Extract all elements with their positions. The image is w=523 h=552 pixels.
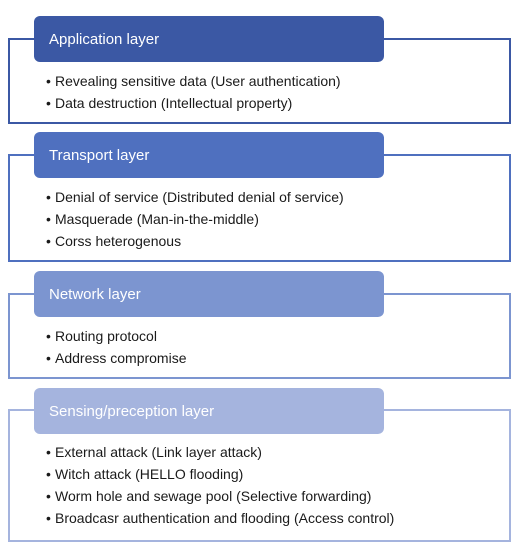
transport-layer-items: •Denial of service (Distributed denial o… [46,186,344,252]
bullet-icon: • [46,189,51,205]
network-layer-title: Network layer [49,285,141,303]
application-layer-items: •Revealing sensitive data (User authenti… [46,70,341,114]
application-layer-title: Application layer [49,30,160,48]
list-item: •Corss heterogenous [46,230,344,252]
list-item: •Routing protocol [46,325,187,347]
bullet-icon: • [46,73,51,89]
sensing-layer-items: •External attack (Link layer attack) •Wi… [46,441,394,529]
bullet-icon: • [46,488,51,504]
list-item: •Masquerade (Man-in-the-middle) [46,208,344,230]
bullet-icon: • [46,444,51,460]
sensing-layer-title: Sensing/preception layer [49,402,215,420]
bullet-icon: • [46,510,51,526]
bullet-icon: • [46,466,51,482]
list-item: •Witch attack (HELLO flooding) [46,463,394,485]
sensing-layer-header: Sensing/preception layer [34,388,384,434]
list-item: •Broadcasr authentication and flooding (… [46,507,394,529]
list-item: •Denial of service (Distributed denial o… [46,186,344,208]
network-layer-header: Network layer [34,271,384,317]
list-item: •Revealing sensitive data (User authenti… [46,70,341,92]
bullet-icon: • [46,350,51,366]
application-layer-header: Application layer [34,16,384,62]
transport-layer-title: Transport layer [49,146,150,164]
list-item: •Worm hole and sewage pool (Selective fo… [46,485,394,507]
transport-layer-header: Transport layer [34,132,384,178]
bullet-icon: • [46,95,51,111]
list-item: •Address compromise [46,347,187,369]
bullet-icon: • [46,233,51,249]
network-layer-items: •Routing protocol •Address compromise [46,325,187,369]
bullet-icon: • [46,328,51,344]
list-item: •External attack (Link layer attack) [46,441,394,463]
list-item: •Data destruction (Intellectual property… [46,92,341,114]
bullet-icon: • [46,211,51,227]
